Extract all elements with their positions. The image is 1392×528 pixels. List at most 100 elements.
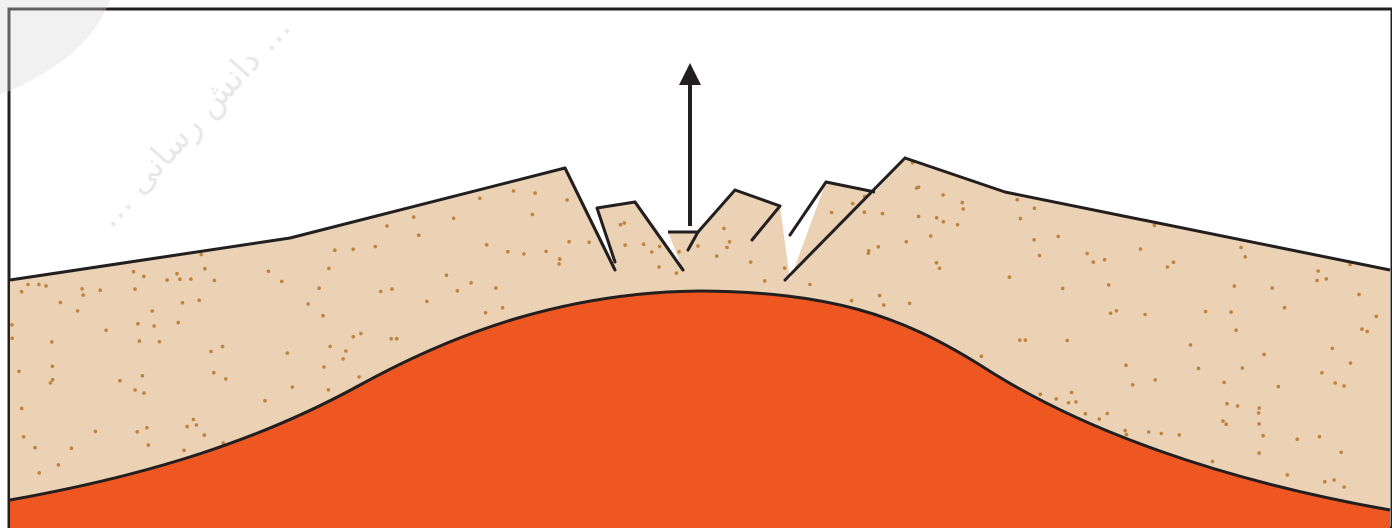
stipple-dot bbox=[385, 224, 389, 228]
stipple-dot bbox=[203, 267, 207, 271]
stipple-dot bbox=[224, 377, 228, 381]
stipple-dot bbox=[650, 250, 654, 254]
stipple-dot bbox=[395, 337, 399, 341]
stipple-dot bbox=[675, 271, 679, 275]
stipple-dot bbox=[522, 252, 526, 256]
stipple-dot bbox=[341, 357, 345, 361]
stipple-dot bbox=[881, 212, 885, 216]
stipple-dot bbox=[1204, 310, 1208, 314]
stipple-dot bbox=[221, 345, 225, 349]
stipple-dot bbox=[76, 309, 80, 313]
stipple-dot bbox=[942, 220, 946, 224]
stipple-dot bbox=[286, 351, 290, 355]
stipple-dot bbox=[37, 471, 41, 475]
stipple-dot bbox=[1131, 383, 1135, 387]
stipple-dot bbox=[1106, 412, 1110, 416]
stipple-dot bbox=[1257, 406, 1261, 410]
stipple-dot bbox=[291, 385, 295, 389]
stipple-dot bbox=[867, 251, 871, 255]
stipple-dot bbox=[1225, 402, 1229, 406]
stipple-dot bbox=[1332, 478, 1336, 482]
stipple-dot bbox=[412, 215, 416, 219]
stipple-dot bbox=[1107, 283, 1111, 287]
stipple-dot bbox=[267, 270, 271, 274]
stipple-dot bbox=[658, 245, 662, 249]
stipple-dot bbox=[980, 354, 984, 358]
stipple-dot bbox=[1286, 473, 1290, 477]
stipple-dot bbox=[877, 245, 881, 249]
stipple-dot bbox=[494, 286, 498, 290]
stipple-dot bbox=[677, 250, 681, 254]
stipple-dot bbox=[929, 234, 933, 238]
stipple-dot bbox=[619, 223, 623, 227]
stipple-dot bbox=[51, 365, 55, 369]
stipple-dot bbox=[1070, 391, 1074, 395]
stipple-dot bbox=[212, 371, 216, 375]
stipple-dot bbox=[1065, 339, 1069, 343]
stipple-dot bbox=[501, 306, 505, 310]
stipple-dot bbox=[1153, 378, 1157, 382]
stipple-dot bbox=[485, 243, 489, 247]
stipple-dot bbox=[182, 449, 186, 453]
stipple-dot bbox=[158, 340, 162, 344]
stipple-dot bbox=[81, 293, 85, 297]
stipple-dot bbox=[59, 301, 63, 305]
stipple-dot bbox=[390, 287, 394, 291]
stipple-dot bbox=[192, 418, 196, 422]
stipple-dot bbox=[1098, 417, 1102, 421]
stipple-dot bbox=[1032, 238, 1036, 242]
stipple-dot bbox=[94, 430, 98, 434]
stipple-dot bbox=[104, 329, 108, 333]
stipple-dot bbox=[49, 381, 53, 385]
stipple-dot bbox=[147, 443, 151, 447]
stipple-dot bbox=[189, 277, 193, 281]
stipple-dot bbox=[142, 391, 146, 395]
stipple-dot bbox=[1277, 385, 1281, 389]
stipple-dot bbox=[1092, 260, 1096, 264]
stipple-dot bbox=[1033, 206, 1037, 210]
stipple-dot bbox=[1172, 260, 1176, 264]
stipple-dot bbox=[1257, 411, 1261, 415]
stipple-dot bbox=[531, 213, 535, 217]
stipple-dot bbox=[456, 289, 460, 293]
stipple-dot bbox=[327, 388, 331, 392]
stipple-dot bbox=[1323, 480, 1327, 484]
stipple-dot bbox=[715, 254, 719, 258]
stipple-dot bbox=[1109, 311, 1113, 315]
stipple-dot bbox=[908, 302, 912, 306]
stipple-dot bbox=[213, 279, 217, 283]
stipple-dot bbox=[1197, 367, 1201, 371]
stipple-dot bbox=[195, 423, 199, 427]
stipple-dot bbox=[1283, 306, 1287, 310]
stipple-dot bbox=[533, 191, 537, 195]
stipple-dot bbox=[1123, 429, 1127, 433]
stipple-dot bbox=[1243, 255, 1247, 259]
stipple-dot bbox=[960, 201, 964, 205]
stipple-dot bbox=[1039, 393, 1043, 397]
stipple-dot bbox=[445, 273, 449, 277]
stipple-dot bbox=[10, 323, 14, 327]
stipple-dot bbox=[935, 261, 939, 265]
stipple-dot bbox=[351, 335, 355, 339]
stipple-dot bbox=[145, 426, 149, 430]
stipple-dot bbox=[905, 240, 909, 244]
stipple-dot bbox=[1147, 430, 1151, 434]
stipple-dot bbox=[374, 245, 378, 249]
stipple-dot bbox=[22, 435, 26, 439]
stipple-dot bbox=[1211, 460, 1215, 464]
stipple-dot bbox=[1115, 309, 1119, 313]
stipple-dot bbox=[1261, 434, 1265, 438]
stipple-dot bbox=[1375, 315, 1379, 319]
stipple-dot bbox=[209, 350, 213, 354]
stipple-dot bbox=[567, 240, 571, 244]
stipple-dot bbox=[51, 378, 55, 382]
stipple-dot bbox=[280, 280, 284, 284]
stipple-dot bbox=[1241, 366, 1245, 370]
stipple-dot bbox=[1067, 401, 1071, 405]
stipple-dot bbox=[178, 277, 182, 281]
stipple-dot bbox=[181, 301, 185, 305]
stipple-dot bbox=[882, 303, 886, 307]
stipple-dot bbox=[1233, 284, 1237, 288]
stipple-dot bbox=[1333, 381, 1337, 385]
stipple-dot bbox=[357, 375, 361, 379]
